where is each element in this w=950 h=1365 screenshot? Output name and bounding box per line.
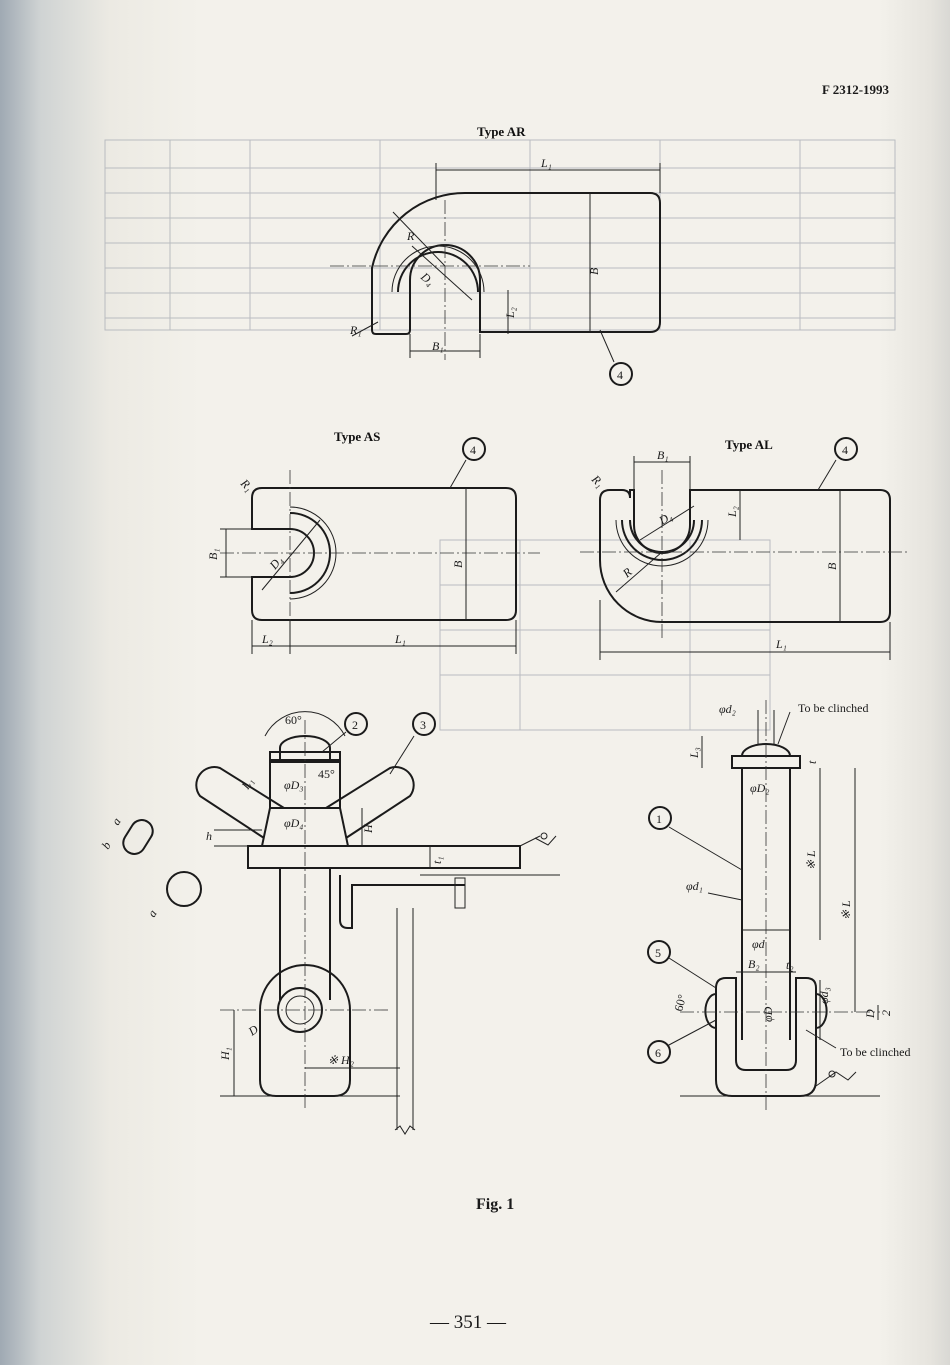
clinched-top-label: To be clinched [798,701,868,715]
type-ar-outer-ring [391,245,485,293]
pin-t2-label: t₂ [786,958,794,972]
wing-b-label: b [99,839,114,852]
type-al-r-label: R [619,564,635,581]
pin-angle-60-label: 60° [671,993,689,1013]
type-al-l1-label: L₁ [775,637,787,651]
pin-half-d-numerator: D [863,1009,877,1019]
type-ar-balloon-label: 4 [617,368,623,382]
type-al-d4-label: D₄ [656,509,675,528]
type-al-title: Type AL [725,437,773,452]
wing-a-lower-label: a [145,907,160,920]
pin-d2-small-label: φd₂ [719,702,736,716]
balloon-1-label: 1 [656,812,662,826]
pin-t-label: t [805,760,819,764]
wing-h1-label: H₁ [218,1047,232,1061]
type-ar-l1-label: L₁ [540,156,552,170]
type-al-r1-label: R₁ [588,472,607,491]
pin-half-d-denominator: 2 [879,1010,893,1016]
figure-caption: Fig. 1 [476,1196,515,1213]
balloon-5-label: 5 [655,946,661,960]
balloon-2 [344,712,368,736]
pin-l-outer-label: ※ L [839,900,853,920]
type-ar-b-label: B [587,267,601,275]
wing-d3-label: φD₃ [284,778,303,792]
wing-h-small-label: h [206,829,212,843]
type-ar-r1-label: R₁ [349,323,362,337]
type-ar-view: Type AR L₁ B R D₄ L₂ R₁ B₁ [330,124,661,386]
type-ar-balloon [609,362,633,386]
type-as-d4-label: D₄ [266,553,286,573]
type-ar-title: Type AR [477,124,526,139]
type-ar-d4-label: D₄ [417,269,437,289]
pin-b2-label: B₂ [748,957,760,971]
balloon-3 [412,712,436,736]
pin-assembly-view: φd₂ To be clinched L₃ t φD₂ ※ L ※ L φd₁ … [647,700,910,1110]
wing-t1-label: t₁ [430,856,444,864]
pin-d2-label: φD₂ [750,781,769,795]
type-al-balloon-label: 4 [842,443,848,457]
wing-d-label: D [245,1022,261,1039]
type-ar-b1-label: B₁ [432,339,444,353]
balloon-5 [647,940,671,964]
wing-left [195,766,285,839]
wing-a-upper-label: a [109,815,124,828]
type-ar-l2-label: L₂ [503,307,517,319]
wing-d4-label: φD₄ [284,816,303,830]
balloon-1 [648,806,672,830]
bracket [339,875,465,929]
type-al-l2-label: L₂ [725,506,739,518]
pin-l3-label: L₃ [687,747,701,759]
balloon-3-label: 3 [420,718,426,732]
wing-section-circle [166,871,202,907]
type-al-view: Type AL B₁ R₁ D₄ L₂ R B L₁ [580,437,910,660]
balloon-6 [647,1040,671,1064]
type-as-view: Type AS B₁ R₁ D₄ B L₂ L₁ 4 [206,429,540,654]
pin-d-label: φd [752,937,766,951]
balloon-6-label: 6 [655,1046,661,1060]
standard-code: F 2312-1993 [822,82,890,97]
balloon-2-label: 2 [352,718,358,732]
page-number: — 351 — [430,1312,506,1333]
type-al-b-label: B [825,562,839,570]
wing-right [325,766,415,839]
type-as-b-label: B [451,560,465,568]
type-as-l2-label: L₂ [261,632,273,646]
pin-head [279,735,331,760]
eye-end [259,964,351,1097]
type-as-balloon-label: 4 [470,443,476,457]
type-as-title: Type AS [334,429,380,444]
pin-d-center-label: φD [761,1006,775,1022]
type-as-b1-label: B₁ [206,548,220,560]
wing-angle-45-label: 45° [318,767,335,781]
type-as-l1-label: L₁ [394,632,406,646]
pin-l-inner-label: ※ L [804,850,818,870]
type-ar-inner-ring [397,251,479,293]
type-al-balloon [834,437,858,461]
type-as-balloon [462,437,486,461]
tongue-plate [247,845,521,869]
pin-d1-label: φd₁ [686,879,703,893]
wing-section-oval [122,819,154,855]
type-al-b1-label: B₁ [657,448,669,462]
clinched-bottom-label: To be clinched [840,1045,910,1059]
wing-h2-label: ※ H₂ [328,1053,354,1067]
wing-assembly-view: 60° 45° φD₃ φD₄ L₁ h H t₁ a b a D H₁ ※ H… [99,711,560,1135]
wing-angle-60-label: 60° [285,713,302,727]
pin-d3-label: φd₃ [817,987,831,1004]
type-ar-r-label: R [406,229,415,243]
wing-H-label: H [361,823,375,834]
type-ar-outline [371,191,661,335]
